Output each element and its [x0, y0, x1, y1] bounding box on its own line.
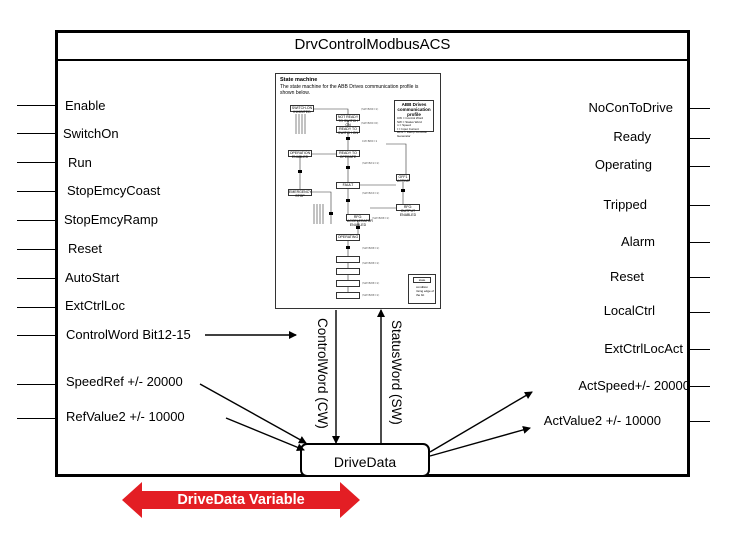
output-label-extctrllocact: ExtCtrlLocAct [604, 341, 683, 356]
input-label-run: Run [68, 155, 92, 170]
input-label-reset: Reset [68, 241, 102, 256]
output-pin-actspeed [690, 386, 710, 387]
state-machine-lines: (SW Bit6=1) (SW Bit0=0) CW Bit0=1 (SW Bi… [295, 107, 407, 297]
output-label-nocontodrive: NoConToDrive [588, 100, 673, 115]
legend-title: ABB Drives communication profile [397, 102, 431, 117]
state-machine-key: state condition rising edge of the bit [408, 274, 436, 304]
output-label-actvalue2: ActValue2 +/- 10000 [543, 413, 661, 428]
output-label-operating: Operating [594, 157, 652, 172]
input-pin-run [17, 162, 55, 163]
input-pin-reset [17, 249, 55, 250]
state-machine-figure: State machine The state machine for the … [275, 73, 441, 309]
block-title-bar: DrvControlModbusACS [55, 30, 690, 61]
state-machine-heading: State machine [280, 77, 318, 83]
svg-text:(SW Bit8=1): (SW Bit8=1) [362, 293, 379, 297]
double-arrow-icon [122, 482, 360, 518]
key-rising-edge: rising edge of the bit [416, 289, 435, 297]
output-pin-actvalue2 [690, 421, 710, 422]
refvalue2-arrow [225, 417, 305, 452]
drivedata-label: DriveData [333, 454, 397, 470]
svg-text:(SW Bit8=1): (SW Bit8=1) [372, 216, 389, 220]
state-box [336, 268, 360, 275]
state-box: RFG: OUTPUT ENABLED [396, 204, 420, 217]
state-machine-description: The state machine for the ABB Drives com… [280, 84, 419, 96]
state-box [336, 292, 360, 299]
input-label-refvalue2: RefValue2 +/- 10000 [66, 409, 185, 424]
input-pin-autostart [17, 278, 55, 279]
state-box: OFF1 ACTIVE [396, 174, 410, 183]
input-label-stopemcyramp: StopEmcyRamp [64, 212, 158, 227]
input-label-stopemcycoast: StopEmcyCoast [67, 183, 161, 198]
svg-text:CW Bit0=1: CW Bit0=1 [362, 139, 378, 143]
output-label-ready: Ready [613, 129, 651, 144]
input-pin-extctrlloc [17, 307, 55, 308]
state-box: SWITCH-ON INHIBITED [290, 105, 314, 114]
input-pin-speedref [17, 384, 55, 385]
input-label-extctrlloc: ExtCtrlLoc [65, 298, 125, 313]
input-pin-enable [17, 105, 55, 106]
output-label-tripped: Tripped [603, 197, 647, 212]
output-pin-reset [690, 277, 710, 278]
state-box: EMERGENCY STOP [288, 189, 312, 198]
state-box: FAULT [336, 182, 360, 189]
state-machine-legend: ABB Drives communication profile CW = Co… [394, 100, 434, 138]
legend-line: I = Input Current [397, 126, 419, 131]
key-state: state [413, 277, 431, 283]
output-pin-localctrl [690, 312, 710, 313]
output-pin-extctrllocact [690, 349, 710, 350]
output-pin-nocontodrive [690, 108, 710, 109]
output-label-alarm: Alarm [621, 234, 655, 249]
state-box [336, 256, 360, 263]
output-pin-alarm [690, 242, 710, 243]
input-label-controlword: ControlWord Bit12-15 [66, 327, 191, 342]
svg-text:(SW Bit8=1): (SW Bit8=1) [362, 246, 379, 250]
legend-line: RFG = Ramp Function Generator [397, 130, 428, 138]
input-pin-stopemcycoast [17, 191, 55, 192]
input-pin-controlword [17, 335, 55, 336]
output-pin-operating [690, 166, 710, 167]
output-pin-ready [690, 138, 710, 139]
svg-text:(SW Bit2=1): (SW Bit2=1) [362, 191, 379, 195]
input-label-speedref: SpeedRef +/- 20000 [66, 374, 183, 389]
drivedata-box: DriveData [300, 443, 430, 477]
output-pin-tripped [690, 205, 710, 206]
svg-text:(SW Bit8=1): (SW Bit8=1) [362, 261, 379, 265]
output-label-reset: Reset [610, 269, 644, 284]
legend-line: n = Speed [397, 123, 411, 128]
svg-text:(SW Bit6=1): (SW Bit6=1) [361, 107, 378, 111]
state-box: OPERATING [336, 234, 360, 241]
block-title: DrvControlModbusACS [294, 36, 451, 53]
actspeed-arrow [429, 391, 533, 453]
input-label-autostart: AutoStart [65, 270, 120, 285]
actvalue2-arrow [429, 426, 531, 457]
svg-text:(SW Bit1=1): (SW Bit1=1) [362, 161, 379, 165]
drivedata-variable-banner: DriveData Variable [122, 482, 360, 518]
input-label-enable: Enable [65, 98, 106, 113]
input-pin-switchon [17, 133, 55, 134]
speedref-arrow [199, 383, 307, 444]
input-pin-stopemcyramp [17, 220, 55, 221]
key-condition: condition [416, 285, 429, 289]
state-box [336, 280, 360, 287]
input-pin-refvalue2 [17, 418, 55, 419]
legend-line: CW = Control Word [397, 116, 424, 120]
drivedata-variable-label: DriveData Variable [177, 492, 305, 508]
output-label-localctrl: LocalCtrl [603, 303, 655, 318]
svg-text:(SW Bit8=1): (SW Bit8=1) [362, 281, 379, 285]
legend-line: SW = Status Word [397, 119, 422, 124]
input-label-switchon: SwitchOn [63, 126, 119, 141]
output-label-actspeed: ActSpeed+/- 20000 [578, 378, 690, 393]
svg-text:(SW Bit0=0): (SW Bit0=0) [361, 121, 378, 125]
